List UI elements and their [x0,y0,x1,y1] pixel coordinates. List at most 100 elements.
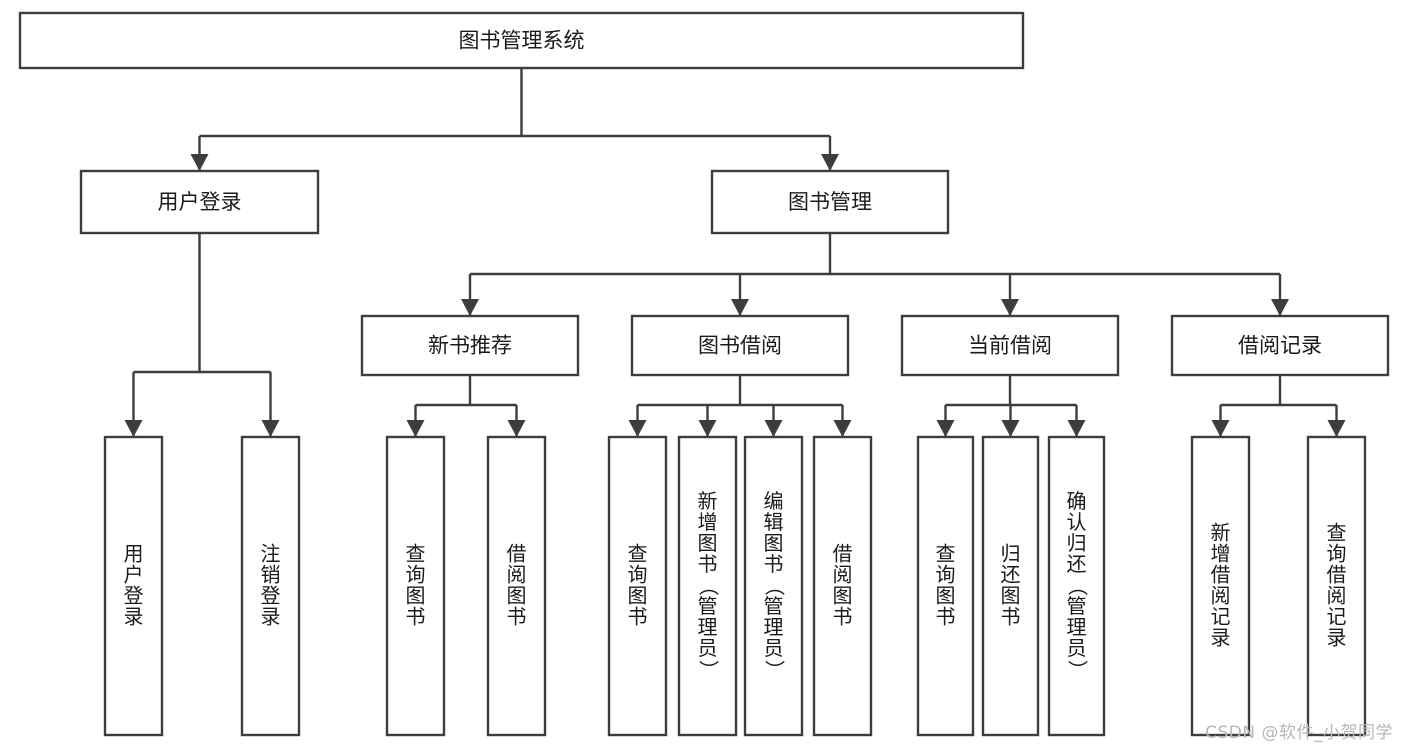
node-label-char: 书 [698,552,718,576]
node-label-char: 书 [833,604,853,628]
arrow-head-icon [698,420,717,437]
node-box [677,435,738,737]
node-label-char: 查 [1327,520,1347,544]
node-layer: 图书管理系统用户登录图书管理新书推荐图书借阅当前借阅借阅记录用户登录注销登录查询… [18,11,1390,737]
node-label-char: 注 [261,541,281,565]
node-label-char: ） [1066,660,1090,680]
arrow-head-icon [833,420,852,437]
node-borrow-record[interactable]: 借阅记录 [1170,314,1390,377]
node-label: 用户登录 [158,190,242,214]
node-label-char: 还 [1067,552,1087,576]
node-label-char: 录 [261,604,281,628]
node-leaf-user-login[interactable]: 用户登录 [103,435,164,737]
node-box [743,435,804,737]
arrow-head-icon [936,420,955,437]
node-label-char: 书 [628,604,648,628]
node-label-char: 登 [261,583,281,607]
node-label-char: 新 [698,489,718,513]
node-box [79,169,320,235]
node-box [981,435,1040,737]
node-label-char: 理 [1067,615,1087,639]
node-label-char: 图 [764,531,784,555]
arrow-head-icon [1001,420,1020,437]
node-label-char: 管 [764,594,784,618]
arrow-head-icon [1001,299,1019,316]
node-box [486,435,547,737]
node-box [607,435,668,737]
node-box [1170,314,1390,377]
arrow-head-icon [1211,420,1230,437]
node-label-char: 询 [406,562,426,586]
node-label-char: 管 [1067,594,1087,618]
node-label-char: 管 [698,594,718,618]
node-label-char: 辑 [764,510,784,534]
connector-layer [124,68,1346,437]
node-label-char: 书 [1001,604,1021,628]
node-box [240,435,301,737]
arrow-head-icon [190,154,209,171]
node-label-char: 登 [124,583,144,607]
arrow-head-icon [731,299,749,316]
node-book-borrow[interactable]: 图书借阅 [630,314,850,377]
node-label-char: 理 [698,615,718,639]
node-label-char: 员 [698,636,718,660]
node-box [900,314,1120,377]
node-label-char: 阅 [833,562,853,586]
node-label-char: 认 [1067,510,1087,534]
node-label-char: 书 [936,604,956,628]
node-label-char: （ [1066,576,1090,596]
node-label-char: 图 [936,583,956,607]
node-label-char: 书 [764,552,784,576]
node-box [18,11,1025,70]
node-label-char: 询 [936,562,956,586]
node-book-manage[interactable]: 图书管理 [710,169,950,235]
arrow-head-icon [507,420,526,437]
arrow-head-icon [461,299,479,316]
watermark-text: CSDN @软件_小贺同学 [1205,723,1393,743]
node-label-char: 书 [507,604,527,628]
node-box [710,169,950,235]
node-box [360,314,580,377]
node-current-borrow[interactable]: 当前借阅 [900,314,1120,377]
node-label-char: 录 [124,604,144,628]
node-box [630,314,850,377]
node-label-char: 借 [1327,562,1347,586]
node-label-char: （ [697,576,721,596]
arrow-head-icon [821,154,839,171]
node-root[interactable]: 图书管理系统 [18,11,1025,70]
node-label-char: 借 [1211,562,1231,586]
node-label-char: ） [763,660,787,680]
node-label-char: 录 [1327,625,1347,649]
node-new-book-recommend[interactable]: 新书推荐 [360,314,580,377]
node-box [1190,435,1251,737]
node-label-char: 记 [1211,604,1231,628]
node-label-char: 阅 [1211,583,1231,607]
arrow-head-icon [764,420,783,437]
node-label-char: 查 [406,541,426,565]
node-label-char: 增 [1211,541,1231,565]
node-label-char: 理 [764,615,784,639]
node-label-char: 归 [1067,531,1087,555]
node-label-char: 归 [1001,541,1021,565]
node-label-char: 询 [1327,541,1347,565]
node-label-char: 户 [124,562,144,586]
node-user-login[interactable]: 用户登录 [79,169,320,235]
node-label-char: 借 [507,541,527,565]
node-label-char: 图 [1001,583,1021,607]
node-label-char: 图 [698,531,718,555]
node-box [916,435,975,737]
